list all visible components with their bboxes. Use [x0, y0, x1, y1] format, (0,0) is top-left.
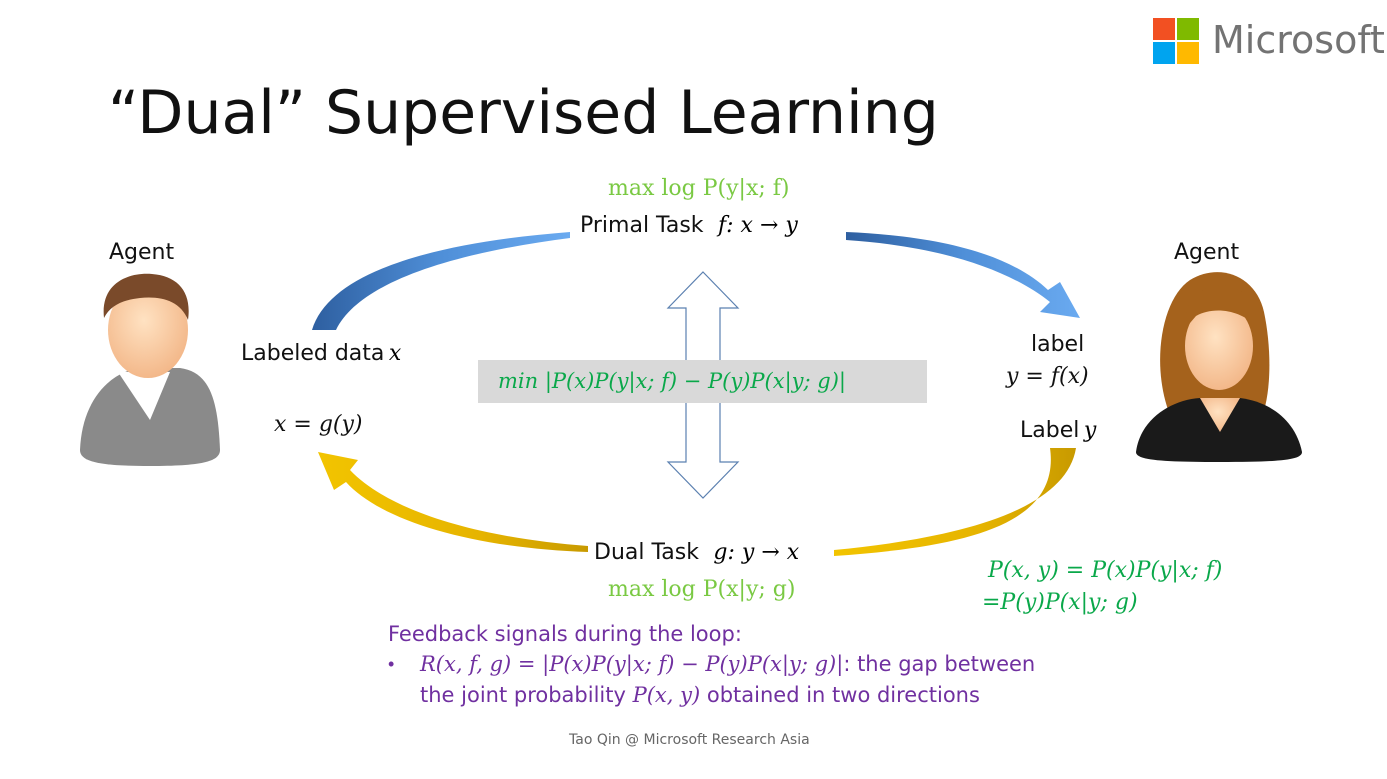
primal-task: Primal Task f: x → y [580, 213, 798, 238]
feedback-line-1: R(x, f, g) = |P(x)P(y|x; f) − P(y)P(x|y;… [420, 652, 1035, 677]
primal-task-math: f: x → y [718, 213, 798, 238]
joint-line-2: =P(y)P(x|y; g) [982, 590, 1138, 615]
label-y-var: y [1084, 418, 1096, 443]
female-agent-icon [1136, 272, 1302, 462]
feedback-text-2a: the joint probability [420, 683, 633, 707]
label-y-word: Label [1020, 418, 1079, 443]
feedback-bullet: • [388, 654, 394, 675]
dual-task-label: Dual Task [594, 540, 699, 565]
dual-objective: max log P(x|y; g) [608, 577, 795, 602]
primal-arrow-right [846, 232, 1080, 318]
left-agent-label: Agent [109, 240, 174, 265]
primal-task-label: Primal Task [580, 213, 704, 238]
labeled-data-label: Labeled data [241, 341, 384, 366]
slide-footer: Tao Qin @ Microsoft Research Asia [569, 732, 810, 748]
feedback-line-2: the joint probability P(x, y) obtained i… [420, 683, 980, 707]
right-agent-label: Agent [1174, 240, 1239, 265]
joint-line-1: P(x, y) = P(x)P(y|x; f) [988, 558, 1222, 583]
dual-task-math: g: y → x [713, 540, 799, 565]
primal-arrow-left [312, 232, 570, 330]
labeled-data: Labeled data x [241, 341, 401, 366]
label-y: Label y [1020, 418, 1096, 443]
feedback-text-1: : the gap between [843, 652, 1035, 676]
primal-objective: max log P(y|x; f) [608, 176, 790, 201]
right-label-word: label [1031, 332, 1084, 357]
dual-arrow-right [834, 448, 1076, 556]
right-equation: y = f(x) [1006, 364, 1089, 389]
feedback-heading: Feedback signals during the loop: [388, 622, 742, 646]
dual-arrow-left [318, 452, 588, 552]
constraint-text: min |P(x)P(y|x; f) − P(y)P(x|y; g)| [498, 369, 846, 393]
dual-task: Dual Task g: y → x [594, 540, 799, 565]
feedback-text-2b: obtained in two directions [700, 683, 980, 707]
left-equation: x = g(y) [274, 412, 363, 437]
feedback-text-2-math: P(x, y) [633, 683, 701, 707]
male-agent-icon [80, 274, 220, 466]
labeled-data-var: x [389, 341, 401, 366]
feedback-formula: R(x, f, g) = |P(x)P(y|x; f) − P(y)P(x|y;… [420, 652, 843, 676]
